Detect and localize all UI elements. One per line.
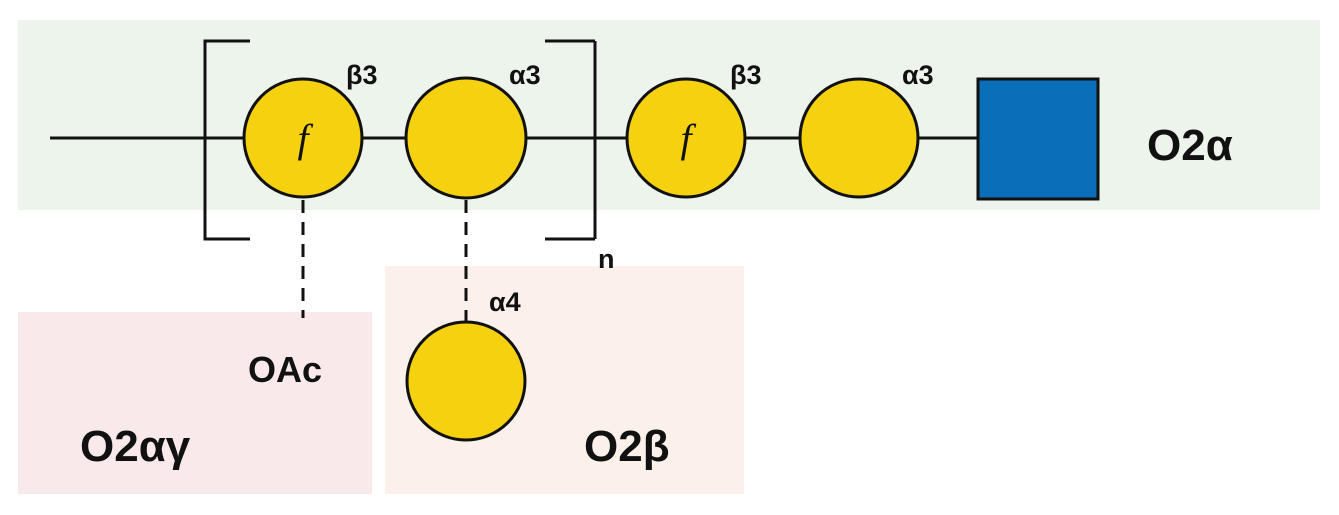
galactopyranose-circle-repeat (404, 76, 528, 200)
linkage-label-repeat-beta3: β3 (346, 60, 378, 90)
linkage-label-repeat-alpha3: α3 (509, 60, 541, 90)
repeat-bracket-left (203, 39, 250, 241)
galactofuranose-circle-core (625, 77, 747, 199)
glcnac-square (976, 77, 1100, 201)
region-o2ag (18, 312, 372, 494)
galactofuranose-circle-repeat (242, 77, 364, 199)
linkage-label-core-beta3: β3 (730, 60, 762, 90)
region-label-o2b: O2β (584, 422, 670, 471)
region-label-o2ag: O2αγ (80, 422, 191, 471)
region-label-o2a: O2α (1147, 121, 1233, 170)
galactopyranose-circle-core (798, 77, 920, 199)
galactose-branch-circle (405, 320, 527, 442)
linkage-label-branch-alpha4: α4 (489, 287, 521, 317)
substituent-label-oac: OAc (248, 349, 322, 390)
repeat-count-label: n (598, 244, 615, 274)
linkage-label-core-alpha3: α3 (902, 60, 934, 90)
